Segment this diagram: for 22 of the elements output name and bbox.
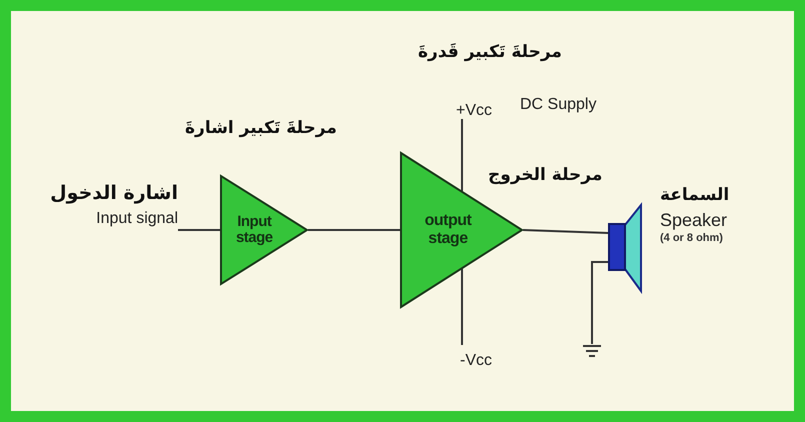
supply-label: DC Supply	[520, 96, 596, 114]
wire	[461, 268, 463, 345]
stage-label: output stage	[424, 212, 473, 248]
terminal-label: Input signal	[95, 210, 178, 228]
wire	[522, 229, 608, 234]
wire	[178, 229, 220, 231]
wire	[308, 229, 400, 231]
amplifier-triangle	[220, 175, 308, 285]
speaker-label: Speaker	[660, 210, 728, 231]
terminal-label: +Vcc	[454, 102, 492, 120]
speaker-icon	[608, 203, 642, 293]
stage-label: Input stage	[234, 214, 274, 246]
ground-icon	[582, 344, 602, 358]
heading-text: اشارة الدخول	[49, 182, 178, 204]
stage-caption: مرحلةَ تَكبير اشارةَ	[185, 118, 337, 138]
speaker-label: (4 or 8 ohm)	[660, 232, 723, 244]
stage-caption: السماعة	[660, 185, 730, 205]
stage-caption: مرحلةَ تَكبير قَدرةَ	[418, 42, 562, 62]
stage-caption: مرحلة الخروج	[488, 165, 602, 185]
wire	[461, 119, 463, 191]
wire	[591, 261, 608, 344]
terminal-label: -Vcc	[459, 352, 492, 370]
